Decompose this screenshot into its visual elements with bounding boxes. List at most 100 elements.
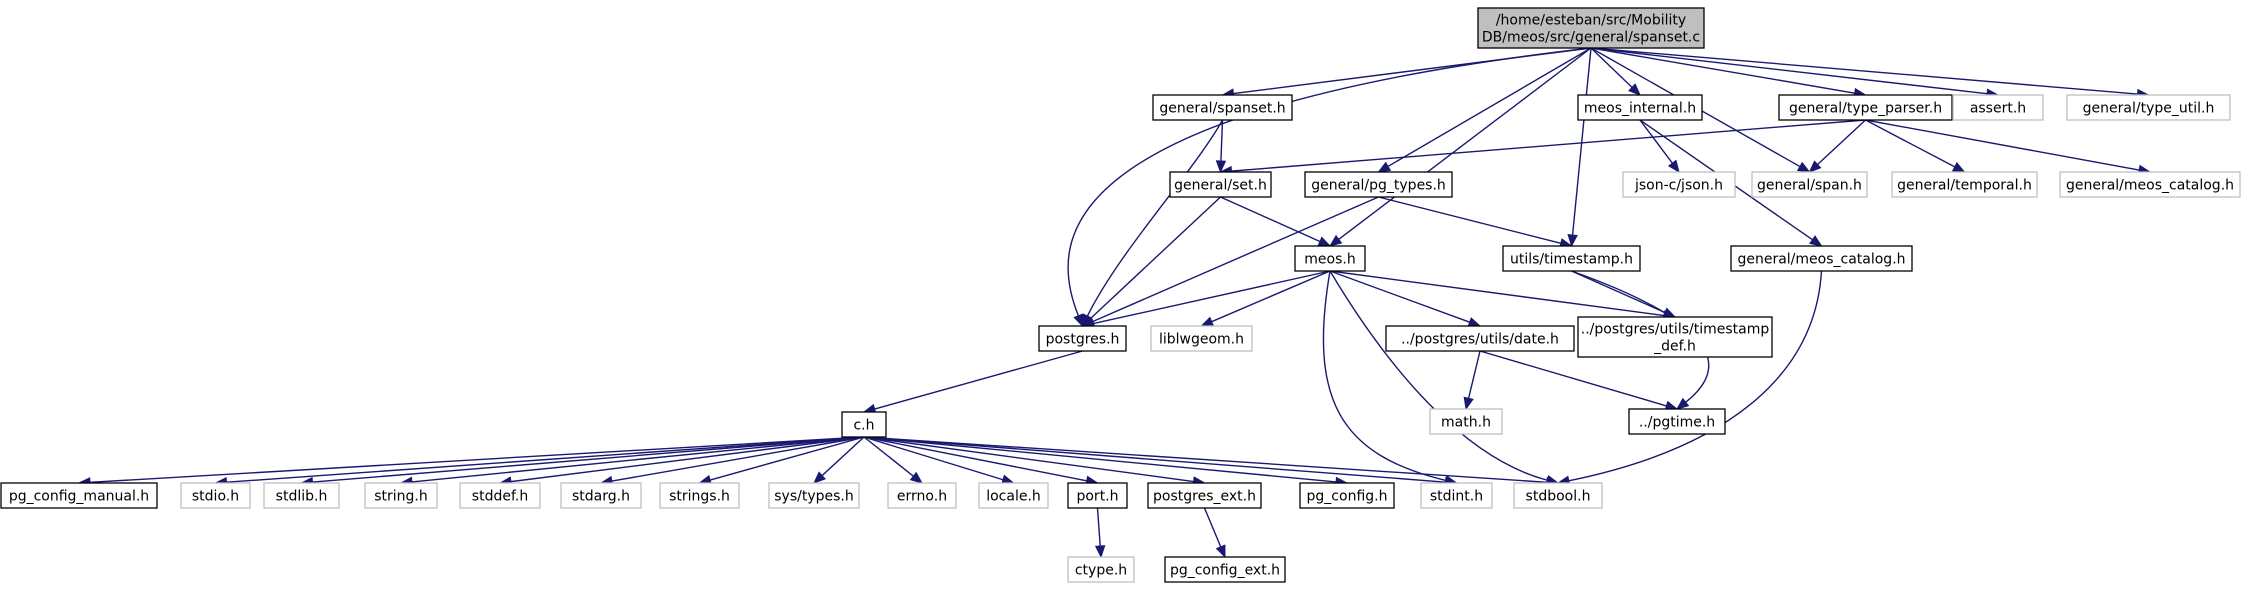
node-box (1730, 245, 1913, 272)
node-meos-h[interactable]: meos.h (1294, 245, 1366, 272)
node-postgres-ext-h[interactable]: postgres_ext.h (1147, 482, 1262, 509)
edge-date-h-to-pgtime-h (1479, 350, 1679, 411)
edge-meos-h-to-stdbool-h (1329, 270, 1560, 486)
edge-meos-h-to-liblwgeom-h (1200, 270, 1331, 327)
edge-c-h-to-stdlib-h (300, 436, 865, 488)
node-box (659, 482, 740, 509)
edge-line (1865, 119, 2140, 171)
node-type-util-h[interactable]: general/type_util.h (2066, 94, 2231, 121)
node-string-h[interactable]: string.h (364, 482, 438, 509)
edge-line (863, 436, 1004, 481)
node-stdlib-h[interactable]: stdlib.h (263, 482, 340, 509)
node-label: strings.h (669, 489, 730, 505)
node-errno-h[interactable]: errno.h (887, 482, 957, 509)
node-pg-types-h[interactable]: general/pg_types.h (1304, 171, 1453, 198)
arrowhead (1796, 161, 1811, 173)
node-box (1067, 482, 1128, 509)
arrowhead (1377, 161, 1392, 173)
node-type-parser-h[interactable]: general/type_parser.h (1778, 94, 1953, 121)
node-temporal-h[interactable]: general/temporal.h (1891, 171, 2038, 198)
node-set-h[interactable]: general/set.h (1169, 171, 1272, 198)
node-meos-catalog-h[interactable]: general/meos_catalog.h (1730, 245, 1913, 272)
node-stddef-h[interactable]: stddef.h (459, 482, 541, 509)
edge-line (1387, 47, 1592, 168)
node-span-h[interactable]: general/span.h (1751, 171, 1868, 198)
node-label: general/set.h (1174, 178, 1267, 194)
node-label: json-c/json.h (1634, 178, 1723, 194)
arrowhead (1628, 83, 1641, 96)
node-ctype-h[interactable]: ctype.h (1067, 556, 1135, 583)
edge-line (863, 436, 1087, 482)
node-port-h[interactable]: port.h (1067, 482, 1128, 509)
edge-line (226, 436, 865, 483)
node-meos-catalog-weak[interactable]: general/meos_catalog.h (2059, 171, 2241, 198)
node-assert-h[interactable]: assert.h (1952, 94, 2044, 121)
edge-line (89, 436, 865, 484)
node-box (1169, 171, 1272, 198)
node-postgres-h[interactable]: postgres.h (1038, 325, 1127, 352)
node-stdbool-h[interactable]: stdbool.h (1513, 482, 1603, 509)
arrowhead (1808, 160, 1822, 173)
node-label: general/temporal.h (1897, 178, 2032, 194)
edge-meos-catalog-h-to-stdbool-h (1556, 270, 1823, 486)
node-box (1477, 7, 1705, 49)
edge-c-h-to-stdint-h (863, 436, 1458, 488)
node-pg-config-manual-h[interactable]: pg_config_manual.h (0, 482, 158, 509)
node-c-h[interactable]: c.h (841, 411, 887, 438)
node-root: /home/esteban/src/MobilityDB/meos/src/ge… (1477, 7, 1705, 49)
node-box (1891, 171, 2038, 198)
edge-root-to-timestamp-h (1567, 47, 1592, 248)
node-label: meos_internal.h (1584, 101, 1696, 117)
node-box (1577, 94, 1703, 121)
node-box (1294, 245, 1366, 272)
edge-c-h-to-pg-config-h (863, 436, 1349, 488)
node-label: ../pgtime.h (1639, 415, 1715, 431)
arrowhead (1317, 236, 1332, 247)
node-stdarg-h[interactable]: stdarg.h (560, 482, 642, 509)
node-math-h[interactable]: math.h (1429, 408, 1503, 435)
edge-line (1479, 350, 1667, 407)
edge-meos-h-to-postgres-h (1081, 270, 1331, 329)
node-locale-h[interactable]: locale.h (978, 482, 1049, 509)
edge-postgres-h-to-c-h (862, 350, 1083, 414)
node-timestamp-def-h[interactable]: ../postgres/utils/timestamp_def.h (1577, 316, 1773, 358)
node-liblwgeom-h[interactable]: liblwgeom.h (1150, 325, 1253, 352)
node-strings-h[interactable]: strings.h (659, 482, 740, 509)
edge-meos-h-to-stdint-h (1322, 270, 1458, 486)
edge-line (863, 436, 1446, 483)
node-meos-internal-h[interactable]: meos_internal.h (1577, 94, 1703, 121)
arrowhead (1951, 162, 1966, 173)
node-stdio-h[interactable]: stdio.h (180, 482, 251, 509)
node-label: stddef.h (472, 489, 528, 505)
edge-type-parser-h-to-set-h (1219, 119, 1866, 177)
node-box (978, 482, 1049, 509)
arrowhead (1463, 396, 1474, 411)
edge-line (611, 436, 865, 482)
node-spanset-h[interactable]: general/spanset.h (1152, 94, 1293, 121)
edge-set-h-to-postgres-h (1081, 196, 1221, 327)
node-stdint-h[interactable]: stdint.h (1420, 482, 1493, 509)
node-box (1299, 482, 1395, 509)
node-pgtime-h[interactable]: ../pgtime.h (1628, 408, 1726, 435)
node-label: postgres_ext.h (1153, 489, 1256, 505)
node-pg-config-ext-h[interactable]: pg_config_ext.h (1164, 556, 1286, 583)
node-date-h[interactable]: ../postgres/utils/date.h (1385, 325, 1575, 352)
node-pg-config-h[interactable]: pg_config.h (1299, 482, 1395, 509)
node-label: pg_config_ext.h (1170, 563, 1280, 579)
node-box (1420, 482, 1493, 509)
node-json-h[interactable]: json-c/json.h (1622, 171, 1736, 198)
node-timestamp-h[interactable]: utils/timestamp.h (1502, 245, 1641, 272)
node-box (180, 482, 251, 509)
node-label: general/span.h (1757, 178, 1862, 194)
node-systypes-h[interactable]: sys/types.h (768, 482, 860, 509)
node-label: ctype.h (1075, 563, 1127, 579)
edge-line (1817, 119, 1866, 166)
node-label: pg_config_manual.h (9, 489, 149, 505)
node-label: postgres.h (1046, 332, 1120, 348)
arrowhead (1567, 234, 1578, 248)
edge-pg-types-h-to-timestamp-h (1378, 196, 1573, 249)
node-label: sys/types.h (774, 489, 853, 505)
node-box (1164, 556, 1286, 583)
edge-line (1092, 196, 1379, 323)
node-label: pg_config.h (1307, 489, 1388, 505)
